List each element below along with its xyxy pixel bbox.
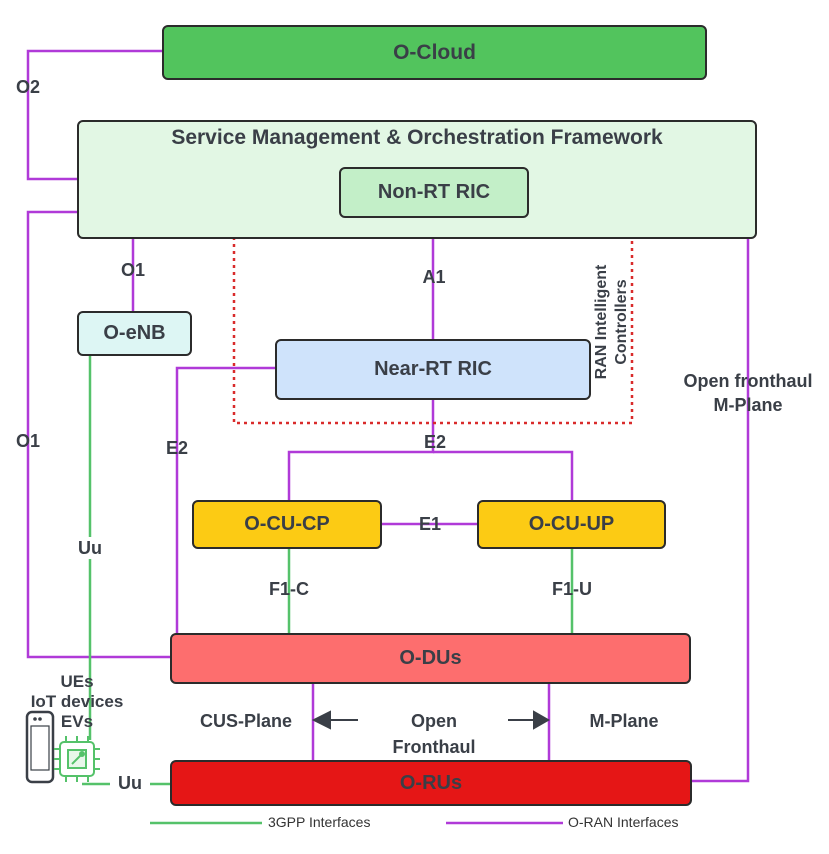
e2-right-line	[433, 450, 574, 500]
a1-label: A1	[422, 267, 446, 287]
f1u-label: F1-U	[552, 579, 592, 599]
m-plane-label: M-Plane	[589, 711, 659, 731]
e2-mid-label: E2	[423, 432, 447, 452]
near-rt-ric-box[interactable]: Near-RT RIC	[275, 339, 591, 400]
legend-oran-text: O-RAN Interfaces	[568, 814, 679, 830]
fronthaul-mplane-line2: M-Plane	[713, 395, 783, 415]
ric-label-line2: Controllers	[613, 279, 630, 365]
open-fronthaul-line1: Open	[410, 711, 457, 731]
cus-plane-label: CUS-Plane	[199, 711, 293, 731]
o-rus-box[interactable]: O-RUs	[170, 760, 692, 806]
e2-left-line	[175, 366, 276, 633]
o1-left-label: O1	[15, 431, 40, 451]
devices-line2: IoT devices	[30, 692, 124, 711]
devices-label: UEs IoT devices EVs	[18, 672, 136, 732]
phone-camera-dot	[33, 717, 37, 721]
e2-mid-line	[287, 400, 435, 500]
o-enb-box[interactable]: O-eNB	[77, 311, 192, 356]
uu-mid-label: Uu	[71, 537, 109, 559]
fronthaul-arrows	[311, 710, 551, 730]
arrow-left-head	[311, 710, 331, 730]
iot-chip-icon	[54, 736, 100, 782]
ric-label-line1: RAN Intelligent	[593, 264, 610, 380]
non-rt-ric-box[interactable]: Non-RT RIC	[339, 167, 529, 218]
o1-top-label: O1	[120, 260, 145, 280]
devices-line1: UEs	[60, 672, 94, 691]
o-cu-cp-box[interactable]: O-CU-CP	[192, 500, 382, 549]
oran-lines	[26, 49, 750, 783]
fronthaul-mplane-label: Open fronthaul M-Plane	[673, 369, 823, 417]
device-icons	[25, 710, 100, 784]
open-fronthaul-label: Open Fronthaul	[374, 708, 494, 760]
o-cu-up-box[interactable]: O-CU-UP	[477, 500, 666, 549]
o1-left-line	[26, 210, 170, 659]
phone-screen	[30, 725, 50, 771]
legend-gpp-text: 3GPP Interfaces	[268, 814, 371, 830]
open-fronthaul-line2: Fronthaul	[392, 737, 476, 757]
mplane-right-line	[692, 238, 750, 783]
e1-label: E1	[418, 514, 442, 534]
smo-title: Service Management & Orchestration Frame…	[171, 126, 663, 149]
phone-camera-dot2	[38, 717, 42, 721]
fronthaul-mplane-line1: Open fronthaul	[683, 371, 813, 391]
arrow-right-head	[533, 710, 551, 730]
o-dus-box[interactable]: O-DUs	[170, 633, 691, 684]
o2-label: O2	[15, 77, 40, 97]
o-cloud-box[interactable]: O-Cloud	[162, 25, 707, 80]
f1c-label: F1-C	[269, 579, 309, 599]
e2-left-label: E2	[165, 438, 189, 458]
uu-bottom-label: Uu	[110, 772, 150, 794]
o2-line	[26, 49, 162, 181]
devices-line3: EVs	[60, 712, 94, 731]
